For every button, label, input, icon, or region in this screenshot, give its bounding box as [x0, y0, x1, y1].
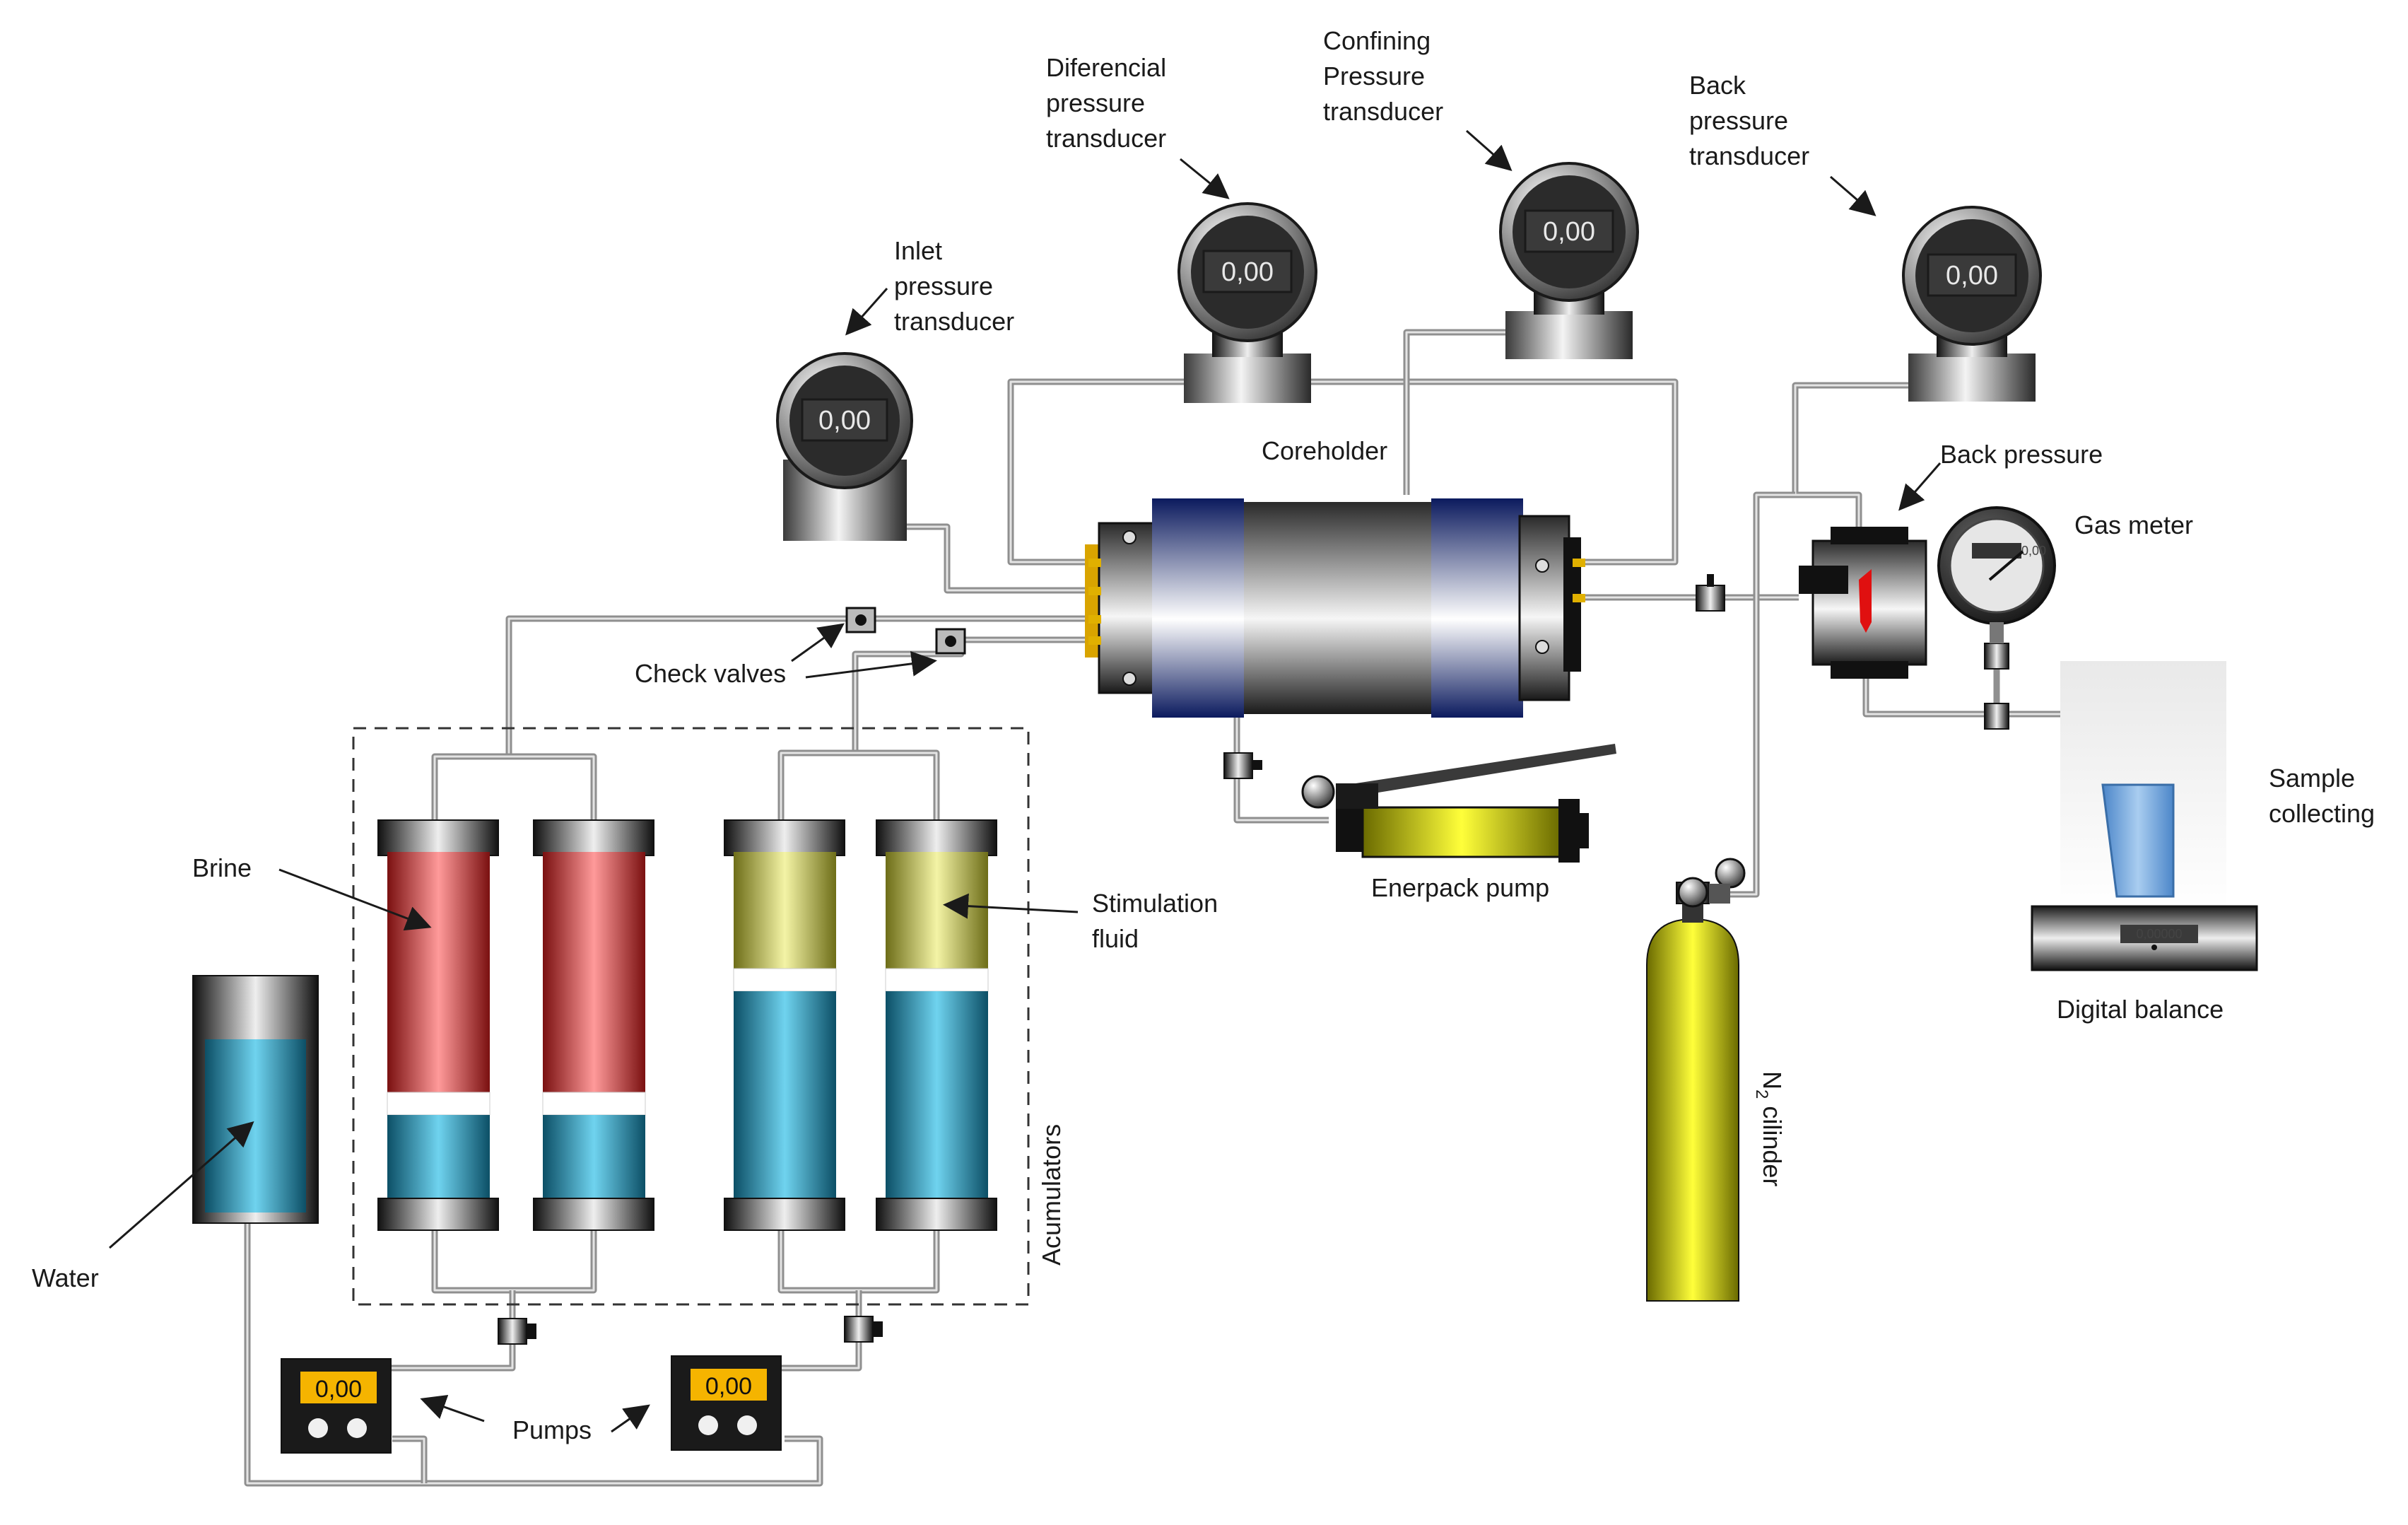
pumps-label: Pumps [512, 1415, 592, 1444]
n2-label-sub: 2 [1752, 1089, 1771, 1099]
check-valves-label: Check valves [635, 659, 786, 688]
confining-label-1: Confining [1323, 26, 1431, 55]
enerpack-cylinder [1361, 806, 1562, 858]
gas-meter-label: Gas meter [2074, 510, 2193, 539]
sample-label-1: Sample [2269, 764, 2355, 793]
gas-meter: 0,00 [1937, 506, 2056, 643]
differential-label-2: pressure [1046, 88, 1145, 117]
outlet-valve [1696, 585, 1725, 612]
gas-meter-readout: 0,00 [2021, 544, 2046, 558]
n2-gauge-right [1715, 858, 1746, 889]
inlet-label-1: Inlet [894, 236, 942, 265]
stimulation-accumulator-1 [724, 819, 845, 1231]
n2-gauge-left [1677, 877, 1708, 908]
n2-label-suffix: cilinder [1758, 1099, 1787, 1186]
inlet-readout: 0,00 [818, 406, 871, 436]
enerpack-label: Enerpack pump [1371, 873, 1549, 902]
coreholder-body [1244, 502, 1435, 714]
confining-readout: 0,00 [1543, 217, 1595, 247]
back-transducer-label-3: transducer [1689, 141, 1809, 170]
stimulation-accumulator-2 [876, 819, 997, 1231]
confining-pressure-transducer: 0,00 [1499, 162, 1639, 359]
balance-readout: 0,00000 [2136, 927, 2182, 941]
n2-cylinder-body [1646, 918, 1739, 1302]
water-label: Water [32, 1263, 99, 1292]
back-transducer-label-2: pressure [1689, 106, 1788, 135]
piping [244, 329, 2142, 1487]
differential-readout: 0,00 [1221, 257, 1274, 287]
labels: Inlet pressure transducer Diferencial pr… [32, 26, 2375, 1444]
pump-right-display [691, 1369, 767, 1401]
stimulation-label-2: fluid [1092, 924, 1139, 953]
brine-accumulator-2 [533, 819, 654, 1231]
back-pressure-transducer: 0,00 [1902, 206, 2042, 402]
n2-cylinder-label: N2 cilinder [1752, 1071, 1787, 1186]
confining-label-3: transducer [1323, 97, 1443, 126]
sample-line-valve [1984, 703, 2009, 730]
digital-balance [2031, 905, 2258, 971]
right-pump-valve [844, 1316, 874, 1343]
accumulators [352, 727, 1030, 1306]
digital-balance-label: Digital balance [2057, 995, 2224, 1024]
back-display [1927, 253, 2017, 297]
leader-arrows [109, 129, 1942, 1433]
pump-right: 0,00 [671, 1355, 782, 1451]
beaker [2101, 783, 2175, 898]
n2-cylinder [1646, 858, 1746, 1302]
sample-label-2: collecting [2269, 799, 2375, 828]
back-readout: 0,00 [1946, 261, 1998, 291]
inlet-label-3: transducer [894, 307, 1014, 336]
pump-left-readout: 0,00 [315, 1376, 362, 1403]
inlet-label-2: pressure [894, 271, 993, 300]
acumulators-label: Acumulators [1037, 1124, 1066, 1266]
confining-display [1524, 209, 1614, 253]
differential-pressure-transducer: 0,00 [1177, 202, 1317, 403]
valves [498, 574, 2009, 1345]
back-pressure-regulator [1799, 527, 1927, 679]
confining-label-2: Pressure [1323, 62, 1425, 90]
inlet-pressure-transducer: 0,00 [776, 352, 913, 541]
enerpack-pump [1301, 744, 1616, 863]
brine-label: Brine [192, 853, 252, 882]
enerpack-valve [1223, 752, 1253, 779]
coreholder [1085, 498, 1585, 718]
coreholder-left-band [1152, 498, 1244, 718]
coreholder-right-band [1431, 498, 1523, 718]
inlet-display [801, 398, 888, 442]
gas-meter-valve [1984, 643, 2009, 670]
left-pump-valve [498, 1318, 527, 1345]
water-fill [205, 1039, 306, 1213]
pump-left: 0,00 [281, 1358, 392, 1454]
n2-label-prefix: N [1758, 1071, 1787, 1089]
back-transducer-label-1: Back [1689, 71, 1746, 100]
water-tank [192, 975, 319, 1224]
stimulation-label-1: Stimulation [1092, 889, 1218, 918]
differential-display [1202, 250, 1293, 293]
pump-right-readout: 0,00 [705, 1373, 752, 1400]
differential-label-1: Diferencial [1046, 53, 1166, 82]
differential-label-3: transducer [1046, 124, 1166, 153]
coreholder-label: Coreholder [1262, 436, 1387, 465]
brine-accumulator-1 [377, 819, 499, 1231]
sample-collecting: 0,00000 [2031, 661, 2258, 971]
back-pressure-label: Back pressure [1940, 440, 2103, 469]
pump-left-display [300, 1372, 377, 1403]
accumulators-boundary [352, 727, 1030, 1306]
enerpack-gauge [1301, 775, 1335, 809]
